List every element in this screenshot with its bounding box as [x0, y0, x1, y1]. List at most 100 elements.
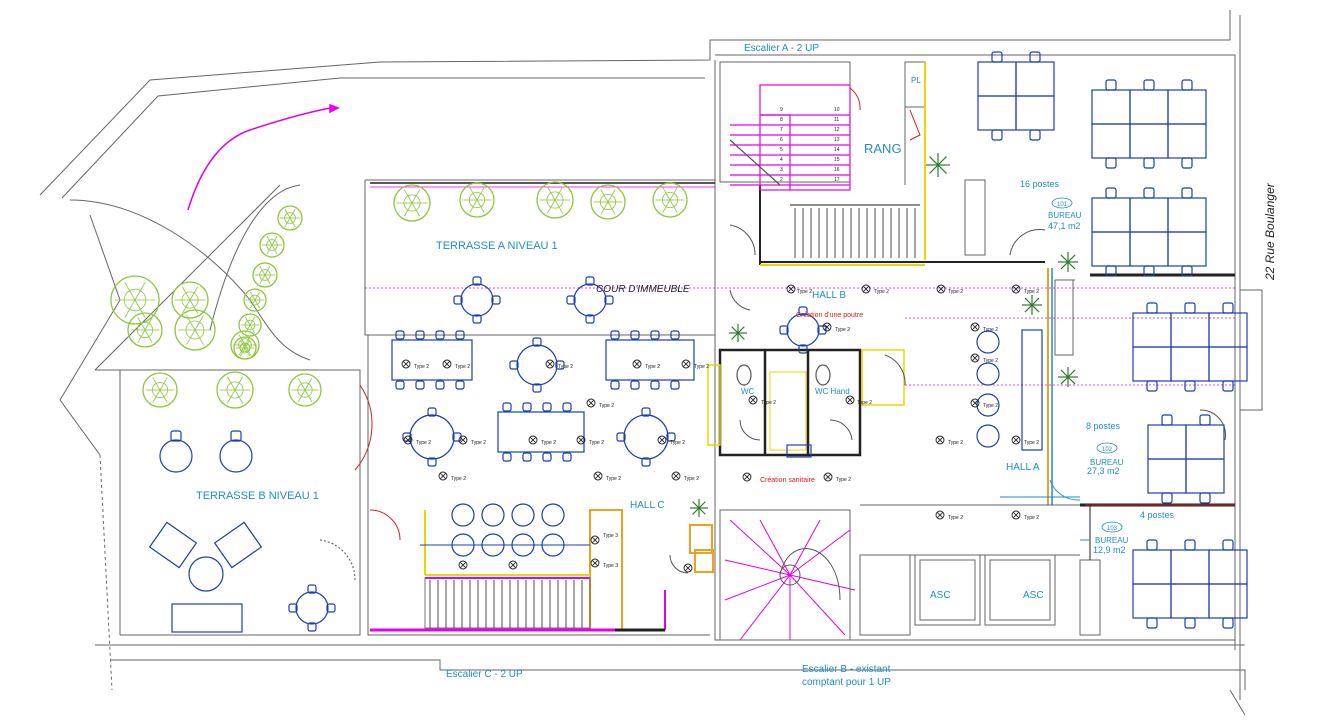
- chair: [585, 276, 595, 286]
- chair: [427, 407, 437, 417]
- office-101-tag: [1051, 197, 1073, 209]
- fixture-type-label: Type 3: [603, 563, 618, 569]
- chair: [798, 344, 808, 354]
- chair: [817, 325, 827, 335]
- chair: [532, 383, 542, 393]
- light-fixture-icon: [508, 560, 518, 570]
- chair: [1146, 539, 1158, 551]
- table: [605, 339, 695, 381]
- office-102-postes: 8 postes: [1086, 421, 1121, 431]
- table: [1167, 197, 1207, 233]
- table: [977, 61, 1017, 97]
- chair: [395, 380, 405, 390]
- office-101-postes: 16 postes: [1020, 179, 1060, 189]
- round-table: [295, 591, 329, 625]
- chair: [1181, 187, 1193, 199]
- light-fixture-icon: [458, 435, 468, 445]
- table: [1091, 123, 1131, 159]
- table: [1091, 89, 1131, 125]
- garden-paths: [69, 184, 311, 371]
- chair: [472, 276, 482, 286]
- light-fixture-icon: [1011, 435, 1021, 445]
- fixture-type-label: Type 2: [414, 364, 429, 370]
- office-103-name: BUREAU: [1095, 536, 1129, 545]
- fixture-type-label: Type 2: [797, 289, 812, 295]
- fixture-type-label: Type 2: [471, 440, 486, 446]
- chair: [585, 314, 595, 324]
- annotation-sanitaire: Création sanitaire: [760, 477, 815, 484]
- step-number: 15: [834, 157, 840, 163]
- chair: [1105, 157, 1117, 169]
- office-103-area: 12,9 m2: [1093, 545, 1126, 555]
- chair: [666, 432, 676, 442]
- table: [1015, 61, 1055, 97]
- wc-hand-label: WC Hand: [815, 387, 850, 396]
- chair: [555, 360, 565, 370]
- chair: [1143, 187, 1155, 199]
- toilet: [815, 364, 831, 386]
- hall-b-label: HALL B: [812, 290, 846, 301]
- light-fixture-icon: [861, 284, 871, 294]
- chair: [566, 295, 576, 305]
- chair: [451, 533, 475, 557]
- chair: [1143, 265, 1155, 277]
- chair: [1199, 414, 1211, 426]
- chair: [288, 603, 298, 613]
- chair: [1105, 265, 1117, 277]
- chair: [1184, 302, 1196, 314]
- dashed-lines: [365, 182, 1235, 386]
- cour-label: COUR D'IMMEUBLE: [596, 284, 690, 295]
- fixture-type-label: Type 2: [948, 440, 963, 446]
- table: [1167, 89, 1207, 125]
- fixture-type-label: Type 2: [694, 364, 709, 370]
- fixture-type-label: Type 2: [541, 440, 556, 446]
- step-number: 7: [780, 127, 783, 133]
- step-number: 6: [780, 137, 783, 143]
- table: [1129, 197, 1169, 233]
- tree: [252, 262, 278, 288]
- chair: [532, 337, 542, 347]
- light-fixture-icon: [935, 510, 945, 520]
- table: [1129, 123, 1169, 159]
- fixture-type-label: Type 2: [558, 364, 573, 370]
- light-fixture-icon: [748, 395, 758, 405]
- stair-step-numbers: 9 8 7 6 5 4 3 2 10 11 12 13 14 15 16 17: [780, 107, 840, 183]
- chair: [1029, 129, 1041, 141]
- chair: [641, 457, 651, 467]
- table: [497, 411, 585, 453]
- chair: [1161, 414, 1173, 426]
- chair: [1143, 157, 1155, 169]
- step-number: 2: [780, 177, 783, 183]
- step-number: 14: [834, 147, 840, 153]
- table: [1132, 583, 1172, 619]
- office-102-tag: [1096, 442, 1118, 454]
- wc-label: WC: [741, 387, 755, 396]
- asc-label: ASC: [930, 590, 951, 601]
- toilet: [736, 364, 752, 386]
- chair: [307, 584, 317, 594]
- fixture-type-label: Type 2: [1024, 515, 1039, 521]
- step-number: 9: [780, 107, 783, 113]
- chair: [610, 380, 620, 390]
- light-fixture-icon: [742, 472, 752, 482]
- table: [1132, 549, 1172, 585]
- step-number: 13: [834, 137, 840, 143]
- light-fixture-icon: [1011, 284, 1021, 294]
- light-fixture-icon: [458, 560, 468, 570]
- table: [1208, 549, 1248, 585]
- light-fixture-icon: [935, 435, 945, 445]
- chair: [1199, 492, 1211, 504]
- chair: [481, 503, 505, 527]
- table: [1129, 231, 1169, 267]
- round-table: [460, 283, 494, 317]
- table: [391, 339, 473, 381]
- chair: [219, 439, 253, 473]
- chair: [481, 533, 505, 557]
- tree: [459, 182, 495, 218]
- fixture-type-label: Type 2: [589, 440, 604, 446]
- light-fixture-icon: [671, 471, 681, 481]
- tree: [393, 184, 431, 222]
- light-fixture-icon: [970, 398, 980, 408]
- fixture-type-label: Type 2: [983, 358, 998, 364]
- fixture-type-label: Type 2: [451, 476, 466, 482]
